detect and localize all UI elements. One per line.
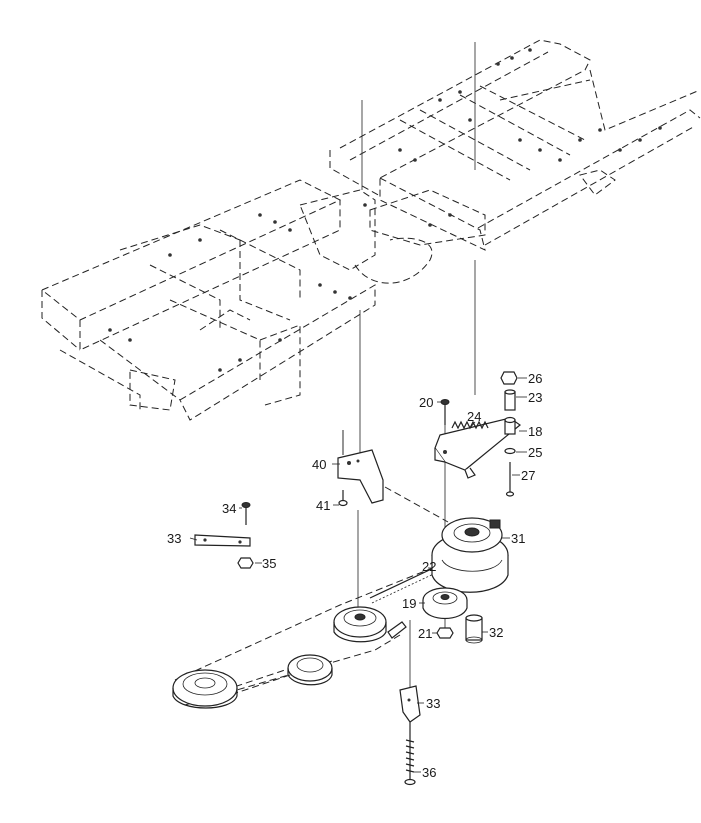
mounting-bracket [337,430,384,504]
callout-24: 24 [467,409,481,424]
callout-33-upper: 33 [167,531,181,546]
belt-and-idler-pulleys [172,564,443,709]
callout-34: 34 [222,501,236,516]
callout-25: 25 [528,445,542,460]
callout-21: 21 [418,626,432,641]
callout-35: 35 [262,556,276,571]
electric-clutch [431,517,509,593]
strap-plate-upper [194,534,251,547]
callout-32: 32 [489,625,503,640]
callout-31: 31 [511,531,525,546]
callout-18: 18 [528,424,542,439]
callout-36: 36 [422,765,436,780]
tractor-frame [41,39,701,421]
callout-22: 22 [422,559,436,574]
callout-27: 27 [521,468,535,483]
callout-41: 41 [316,498,330,513]
strap-plate-lower [399,685,421,723]
idler-arm-bracket [434,416,521,479]
callout-20: 20 [419,395,433,410]
callout-26: 26 [528,371,542,386]
leader-lines [189,377,527,773]
callout-33-lower: 33 [426,696,440,711]
fasteners [237,371,518,786]
callout-23: 23 [528,390,542,405]
callout-labels: 26 23 20 24 18 25 27 40 41 34 33 35 31 2… [167,371,542,780]
callout-19: 19 [402,596,416,611]
callout-40: 40 [312,457,326,472]
drive-pulley [422,587,468,620]
